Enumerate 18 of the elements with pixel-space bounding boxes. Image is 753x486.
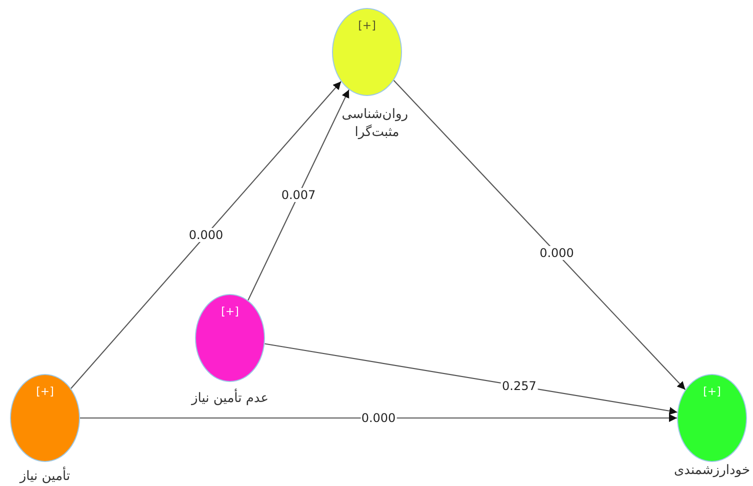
edge-label: 0.007 <box>280 188 317 202</box>
arrow <box>70 81 342 389</box>
expand-marker: [+] <box>703 385 721 398</box>
expand-marker: [+] <box>358 19 376 32</box>
edge-label: 0.000 <box>360 411 397 425</box>
construct-label: عدم تأمین نیاز <box>175 390 285 408</box>
expand-marker: [+] <box>221 305 239 318</box>
edge-label: 0.000 <box>188 228 224 242</box>
arrow <box>80 414 677 422</box>
expand-marker: [+] <box>36 385 54 398</box>
arrow <box>248 89 350 301</box>
construct-label: تأمین نیاز <box>0 468 100 486</box>
construct-ellipse <box>332 8 402 96</box>
edge-label: 0.257 <box>501 379 538 393</box>
construct-label: خودارزشمندی <box>672 462 752 480</box>
arrow <box>393 80 686 390</box>
arrow <box>264 343 678 415</box>
edge-label: 0.000 <box>538 246 575 260</box>
